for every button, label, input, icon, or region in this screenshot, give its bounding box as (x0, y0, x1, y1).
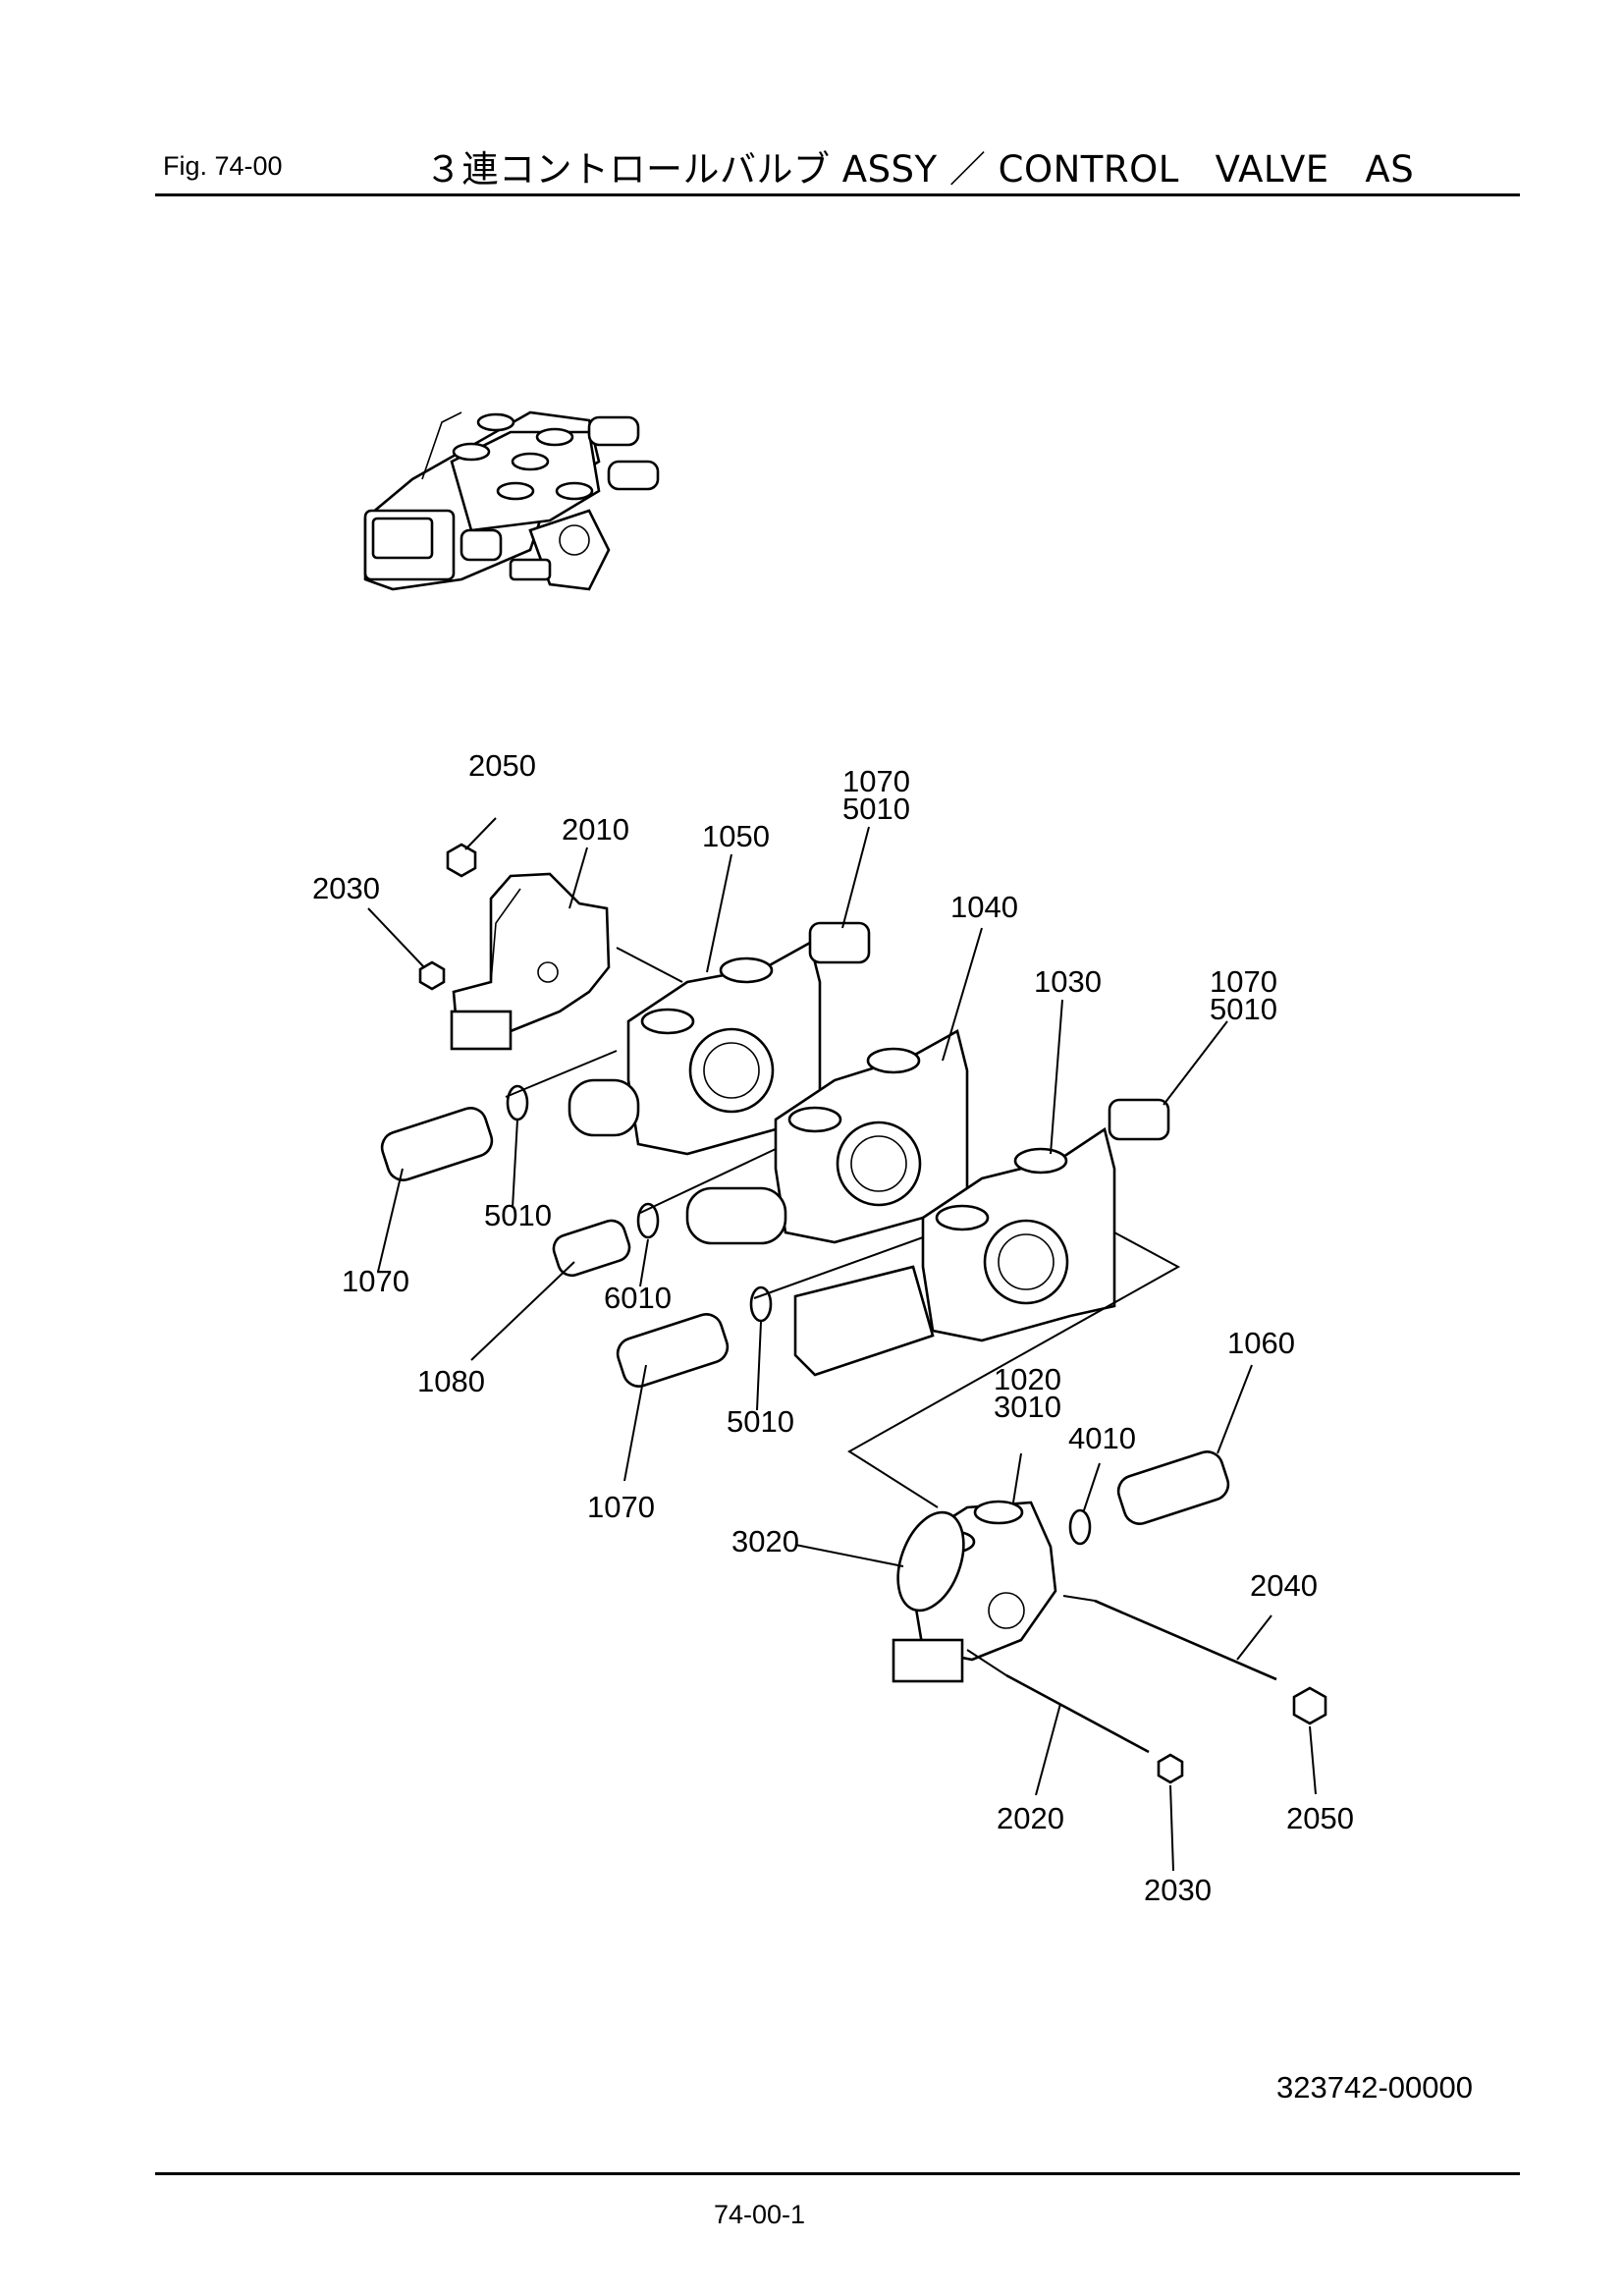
o-ring-4010 (1068, 1508, 1092, 1546)
valve-section-1050 (568, 921, 871, 1156)
callout-1030: 1030 (1034, 964, 1102, 999)
callout-1080: 1080 (417, 1364, 485, 1398)
callout-4010: 4010 (1068, 1421, 1136, 1455)
callout-3020: 3020 (731, 1524, 799, 1558)
o-ring-3020 (896, 1510, 965, 1613)
callout-2030-bottom: 2030 (1144, 1873, 1212, 1907)
callout-1070-right: 1070 (1210, 964, 1277, 999)
callout-1020: 1020 (994, 1362, 1061, 1396)
page-number: 74-00-1 (714, 2200, 806, 2229)
assembly-guide-lines (505, 947, 1181, 1676)
callout-5010-right: 5010 (1210, 992, 1277, 1026)
tie-bolt-2020 (1005, 1673, 1150, 1754)
tie-bolt-2040 (1094, 1599, 1277, 1681)
document-number: 323742-00000 (1276, 2070, 1473, 2105)
callout-1070-lower: 1070 (587, 1490, 655, 1524)
callout-1070-left: 1070 (342, 1264, 409, 1298)
assembly-overview-illustration (363, 410, 660, 591)
callout-2010: 2010 (562, 812, 629, 847)
figure-header: Fig. 74-00 ３連コントロールバルブ ASSY ／ CONTROL VA… (155, 128, 1520, 194)
callout-5010-lower: 5010 (727, 1404, 794, 1439)
callout-5010-left: 5010 (484, 1198, 552, 1232)
o-ring-5010-c (749, 1285, 773, 1323)
end-cover-2010 (450, 872, 611, 1051)
callout-1070-top: 1070 (842, 764, 910, 798)
callout-2040: 2040 (1250, 1568, 1318, 1603)
nut-2050-top (446, 843, 477, 878)
callout-1040: 1040 (950, 890, 1018, 924)
nut-2030-bottom (1157, 1753, 1184, 1784)
figure-title: ３連コントロールバルブ ASSY ／ CONTROL VALVE AS (425, 148, 1415, 191)
relief-valve-1060 (1116, 1450, 1230, 1525)
callout-1060: 1060 (1227, 1326, 1295, 1360)
leader-lines (367, 817, 1317, 1872)
callout-1050: 1050 (702, 819, 770, 853)
header-rule (155, 193, 1520, 196)
callout-2050-bottom: 2050 (1286, 1801, 1354, 1835)
footer-rule (155, 2172, 1520, 2175)
relief-valve-1070-left (380, 1107, 494, 1181)
callout-2050-top: 2050 (468, 748, 536, 783)
figure-label: Fig. 74-00 (163, 151, 283, 181)
callout-2030-left: 2030 (312, 871, 380, 905)
nut-2030-left (418, 960, 446, 991)
callout-labels: 2050 2010 1050 1070 5010 2030 1040 1030 … (312, 748, 1354, 1907)
nut-2050-bottom (1292, 1686, 1327, 1725)
callout-6010: 6010 (604, 1281, 672, 1315)
callout-2020: 2020 (997, 1801, 1064, 1835)
relief-valve-1070-lower (616, 1313, 730, 1388)
plug-1080 (552, 1219, 631, 1278)
callout-5010-top: 5010 (842, 792, 910, 826)
callout-3010: 3010 (994, 1390, 1061, 1424)
valve-section-1030 (793, 1098, 1170, 1377)
